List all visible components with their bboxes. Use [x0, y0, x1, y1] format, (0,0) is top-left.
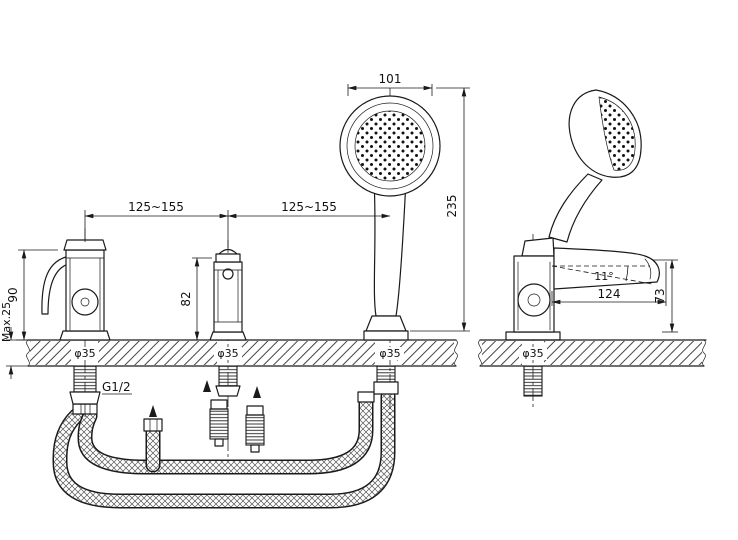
inner-hose-crimp — [357, 391, 375, 403]
hand-shower-front — [339, 88, 441, 420]
diverter-body — [213, 261, 243, 333]
diverter-knob — [218, 248, 238, 255]
deck-break-line — [702, 339, 706, 367]
dim-shower-height: 235 — [445, 195, 459, 218]
deck-break-line — [454, 339, 458, 367]
diverter-threaded-shank — [218, 365, 238, 387]
diverter-button — [222, 268, 234, 280]
spout-tip-line — [644, 258, 652, 280]
dim-hole-diameter-side: φ35 — [522, 347, 543, 360]
thread-spec-label: G1/2 — [102, 380, 131, 394]
side-view: 11° 124 73 φ35 — [478, 89, 707, 410]
shower-spray-face — [354, 110, 426, 182]
up-arrow-icon — [253, 386, 261, 398]
mixer-outlet-circle — [71, 288, 99, 316]
diverter-mounting-nut — [215, 385, 241, 397]
mixer-mounting-nut — [69, 391, 101, 405]
dim-spout-reach: 124 — [598, 287, 621, 301]
inlet-connectors — [203, 380, 265, 453]
dim-span-right: 125~155 — [281, 200, 337, 214]
side-handle-circle — [517, 283, 551, 317]
spout-axis-line — [551, 265, 653, 285]
outer-braided-hose — [54, 390, 394, 507]
supply-hoses — [52, 388, 396, 509]
spout — [553, 247, 660, 290]
dimensions-front: 101 235 125~155 125~155 90 82 Max.25 — [0, 72, 470, 395]
dim-hole-diameter-1: φ35 — [74, 347, 95, 360]
shower-head-ring — [346, 102, 434, 190]
shower-base-cone — [365, 315, 407, 332]
connector-corrugation — [245, 414, 265, 446]
shower-handle-side — [548, 173, 603, 243]
diverter-base — [209, 331, 247, 341]
deck-surface-side — [478, 339, 707, 367]
dimensions-side: 11° 124 73 φ35 — [519, 259, 678, 360]
diverter-cap — [215, 253, 241, 263]
side-threaded-shank — [523, 365, 543, 397]
shower-base-plate — [363, 330, 409, 341]
dim-mixer-height: 90 — [6, 287, 20, 302]
dim-spout-height: 73 — [653, 288, 667, 303]
dim-head-width: 101 — [379, 72, 402, 86]
connector-crimp — [210, 399, 228, 410]
shower-hose-crimp — [373, 381, 399, 395]
mixer-unit — [41, 228, 111, 418]
shower-spray-face-side — [598, 96, 636, 171]
connector-crimp — [246, 405, 264, 416]
mixer-lever-handle — [41, 255, 73, 315]
shower-cradle — [521, 237, 555, 257]
mixer-base — [59, 330, 111, 341]
dim-hole-diameter-2: φ35 — [217, 347, 238, 360]
dim-deck-thickness: Max.25 — [0, 302, 13, 342]
deck-surface-front — [26, 339, 458, 367]
mixer-body — [65, 249, 105, 332]
shower-handle — [373, 179, 407, 317]
shower-threaded-shank — [376, 365, 396, 383]
mixer-cap — [63, 239, 107, 251]
angle-arc — [625, 265, 629, 282]
up-arrow-icon — [203, 380, 211, 392]
side-base-plate — [505, 331, 561, 341]
dim-spout-angle: 11° — [594, 270, 614, 283]
connector-corrugation — [209, 408, 229, 440]
dim-diverter-height: 82 — [179, 291, 193, 306]
deck-break-line — [478, 339, 482, 367]
deck-break-line — [26, 339, 30, 367]
up-arrow-icon — [149, 405, 157, 417]
inner-braided-hose — [78, 398, 372, 473]
dim-hole-diameter-3: φ35 — [379, 347, 400, 360]
mixer-threaded-shank — [73, 365, 97, 393]
dim-span-left: 125~155 — [128, 200, 184, 214]
short-hose-fitting — [143, 418, 163, 432]
front-view: 101 235 125~155 125~155 90 82 Max.25 — [0, 72, 470, 509]
hand-shower-side — [505, 89, 660, 410]
